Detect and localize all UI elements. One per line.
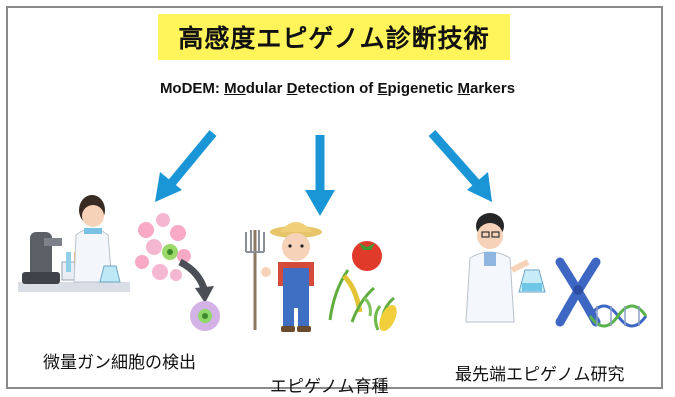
- subtitle: MoDEM: Modular Detection of Epigenetic M…: [0, 80, 675, 97]
- scientist-microscope-icon: [18, 195, 130, 292]
- subtitle-lead: MoDEM:: [159, 80, 225, 97]
- subtitle-u3: E: [377, 80, 388, 97]
- subtitle-t3: pigenetic: [387, 80, 458, 97]
- cells-icon: [135, 213, 191, 281]
- caption-cancer-detection: 微量ガン細胞の検出: [43, 353, 196, 373]
- farmer-icon: [245, 222, 322, 332]
- chromosome-icon: [555, 257, 601, 327]
- tomato-icon: [352, 241, 382, 271]
- caption-epigenome-research: 最先端エピゲノム研究: [455, 365, 625, 385]
- arrow-left-icon: [155, 130, 217, 202]
- subtitle-u2: D: [286, 80, 298, 97]
- subtitle-u1: Mo: [224, 80, 246, 97]
- subtitle-u4: M: [457, 80, 471, 97]
- detection-arrow-icon: [178, 258, 214, 303]
- arrow-center-icon: [305, 135, 335, 216]
- subtitle-t4: arkers: [470, 80, 516, 97]
- cancer-cell-icon: [190, 301, 220, 331]
- crops-icon: [328, 269, 397, 332]
- subtitle-t2: etection of: [297, 80, 378, 97]
- title-banner: 高感度エピゲノム診断技術: [158, 14, 510, 60]
- arrow-right-icon: [428, 130, 492, 202]
- researcher-icon: [465, 213, 546, 323]
- dna-helix-icon: [588, 304, 648, 328]
- subtitle-t1: dular: [245, 80, 287, 97]
- figure-frame: [6, 6, 663, 389]
- caption-epigenome-breeding: エピゲノム育種: [270, 377, 389, 397]
